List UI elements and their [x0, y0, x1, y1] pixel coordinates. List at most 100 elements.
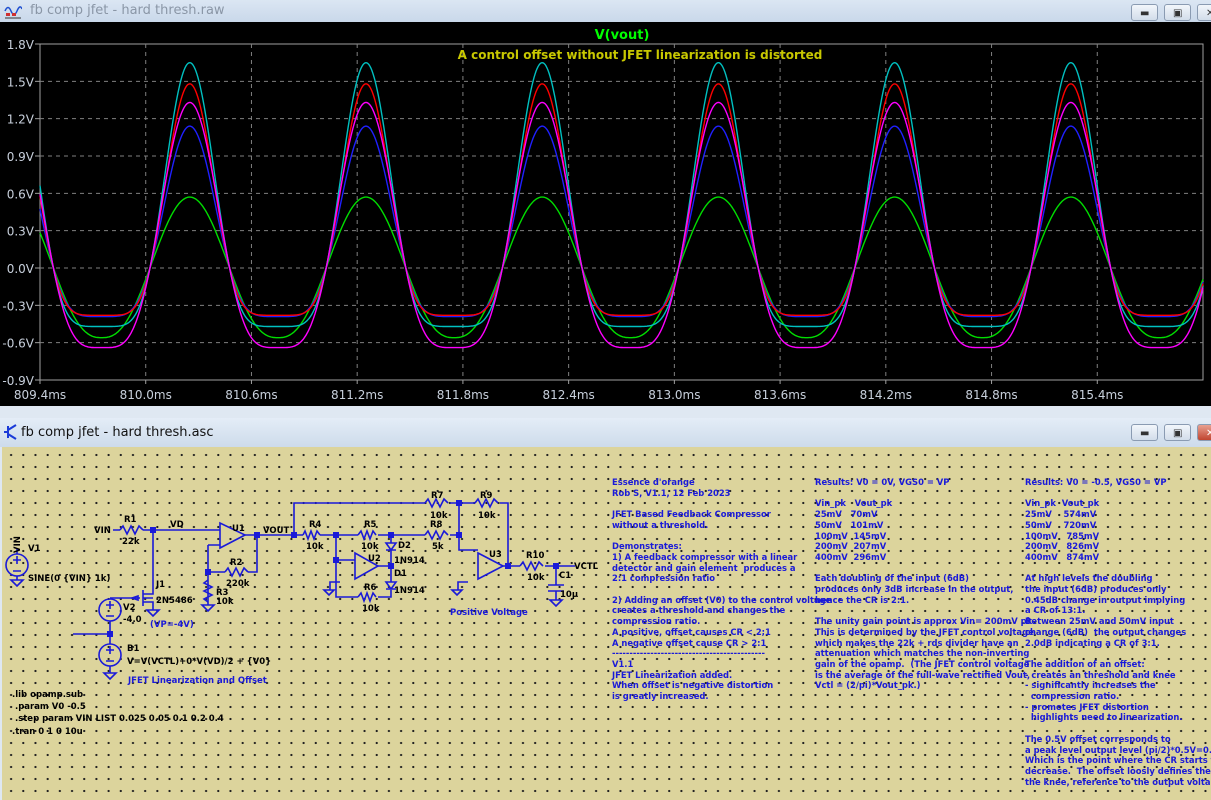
schematic-window-titlebar[interactable]: fb comp jfet - hard thresh.asc ▬ ▣ ✕	[0, 418, 1211, 447]
comment-results-v0-0: Results: V0 = 0V, VGS0 = VP Vin_pk Vout_…	[815, 477, 1036, 691]
r5-value: 10k	[361, 542, 379, 552]
resistor-r5	[357, 528, 377, 542]
source-v2	[98, 598, 122, 622]
net-label-vin-vertical: VIN	[13, 536, 23, 553]
comment-results-v0-neg: Results: V0 = -0.5, VGS0 = VP Vin_pk Vou…	[1025, 477, 1211, 787]
transistor-icon	[4, 424, 17, 440]
schematic-canvas[interactable]: VIN VD VOUT VCTL VIN R1 22k R2 220k R3 1…	[2, 447, 1211, 800]
ground-icon	[9, 579, 564, 681]
trace-5	[39, 101, 1204, 349]
close-button[interactable]: ✕	[1197, 4, 1211, 21]
d1-value: 1N914	[394, 586, 425, 596]
r9-label: R9	[480, 491, 493, 501]
x-tick-label: 813.0ms	[648, 388, 700, 402]
r9-value: 10k	[478, 511, 496, 521]
r7-label: R7	[431, 491, 444, 501]
r8-label: R8	[430, 520, 443, 530]
maximize-button[interactable]: ▣	[1164, 424, 1191, 441]
spice-directive[interactable]: .tran 0 1 0 10u	[12, 727, 83, 737]
opamp-u2	[354, 551, 380, 581]
r6-value: 10k	[362, 604, 380, 614]
source-b1	[98, 643, 122, 667]
close-button[interactable]: ✕	[1197, 424, 1211, 441]
waveform-icon	[4, 6, 22, 19]
r10-label: R10	[526, 551, 544, 561]
r7-value: 10k	[430, 511, 448, 521]
x-tick-label: 815.4ms	[1071, 388, 1123, 402]
r3-label: R3	[216, 588, 229, 598]
d2-value: 1N914	[394, 556, 425, 566]
trace-1	[39, 196, 1204, 339]
x-tick-label: 812.4ms	[542, 388, 594, 402]
resistor-r6	[357, 590, 377, 604]
v2-label: V2	[123, 603, 136, 613]
schematic-drawing[interactable]: VIN VD VOUT VCTL VIN R1 22k R2 220k R3 1…	[0, 447, 1209, 800]
x-tick-label: 810.0ms	[120, 388, 172, 402]
r4-label: R4	[309, 520, 322, 530]
y-tick-label: -0.3V	[2, 299, 34, 313]
v1-value: SINE(0 {VIN} 1k)	[28, 574, 110, 584]
r5-label: R5	[364, 520, 377, 530]
minimize-button[interactable]: ▬	[1131, 4, 1158, 21]
y-tick-label: 1.8V	[7, 38, 35, 52]
waveform-window-titlebar[interactable]: fb comp jfet - hard thresh.raw ▬ ▣ ✕	[0, 0, 1211, 22]
y-tick-label: -0.9V	[2, 374, 34, 388]
waveform-chart[interactable]: 1.8V 1.5V 1.2V 0.9V 0.6V 0.3V 0.0V -0.3V -0.6V -0…	[0, 22, 1211, 406]
net-label-vd: VD	[170, 520, 184, 530]
window-title: fb comp jfet - hard thresh.asc	[21, 425, 214, 440]
minimize-button[interactable]: ▬	[1131, 424, 1158, 441]
capacitor-c1	[548, 584, 564, 592]
trace-4	[39, 61, 1204, 328]
comment-description: Essence d'orange Rob S, V1.1, 12 Feb 202…	[612, 477, 832, 702]
y-tick-label: 0.9V	[7, 150, 35, 164]
j1-value: 2N5486	[156, 596, 193, 606]
v2-value: -4.0	[123, 615, 142, 625]
net-label-vout: VOUT	[263, 526, 290, 536]
spice-directive[interactable]: .lib opamp.sub	[12, 690, 83, 700]
waveform-plot[interactable]: 1.8V 1.5V 1.2V 0.9V 0.6V 0.3V 0.0V -0.3V -0.6V -0…	[0, 22, 1211, 406]
trace-3	[39, 83, 1204, 316]
r10-value: 10k	[527, 573, 545, 583]
resistor-r2	[224, 566, 249, 578]
chart-title: V(vout)	[595, 28, 650, 43]
opamp-u1	[219, 521, 247, 550]
y-tick-label: -0.6V	[2, 337, 34, 351]
u1-label: U1	[232, 524, 245, 534]
r1-label: R1	[124, 515, 137, 525]
x-tick-label: 814.8ms	[965, 388, 1017, 402]
x-tick-label: 811.2ms	[331, 388, 383, 402]
opamp-u3	[477, 551, 505, 581]
x-tick-label: 811.8ms	[437, 388, 489, 402]
j1-label: J1	[155, 580, 165, 590]
r4-value: 10k	[306, 542, 324, 552]
resistor-r3	[202, 579, 214, 603]
source-v1	[5, 553, 29, 577]
vp-comment: (VP=-4V)	[150, 620, 194, 630]
y-tick-label: 0.3V	[7, 225, 35, 239]
y-tick-label: 0.0V	[7, 262, 35, 276]
spice-directive[interactable]: .param V0 -0.5	[12, 702, 86, 712]
plot-frame	[39, 43, 1204, 381]
resistor-r8	[424, 529, 449, 541]
y-tick-label: 1.5V	[7, 75, 35, 89]
resistor-r1	[119, 524, 144, 536]
x-tick-label: 810.6ms	[225, 388, 277, 402]
y-tick-label: 1.2V	[7, 113, 35, 127]
jfet-comment: JFET Linearization and Offset	[127, 676, 267, 686]
spice-directive[interactable]: .step param VIN LIST 0.025 0.05 0.1 0.2 …	[12, 714, 224, 724]
chart-annotation: A control offset without JFET linearizat…	[458, 48, 823, 62]
b1-label: B1	[127, 644, 139, 654]
d1-label: D1	[394, 569, 407, 579]
window-title: fb comp jfet - hard thresh.raw	[30, 3, 225, 18]
u2-label: U2	[368, 554, 381, 564]
resistor-r4	[302, 528, 321, 542]
jfet-j1	[129, 590, 154, 610]
y-tick-label: 0.6V	[7, 187, 35, 201]
maximize-button[interactable]: ▣	[1164, 4, 1191, 21]
net-label-vin: VIN	[94, 526, 111, 536]
r8-value: 5k	[432, 542, 444, 552]
x-tick-label: 813.6ms	[754, 388, 806, 402]
diode-d1	[384, 581, 398, 591]
resistor-r10	[519, 560, 544, 572]
r2-value: 220k	[226, 579, 250, 589]
